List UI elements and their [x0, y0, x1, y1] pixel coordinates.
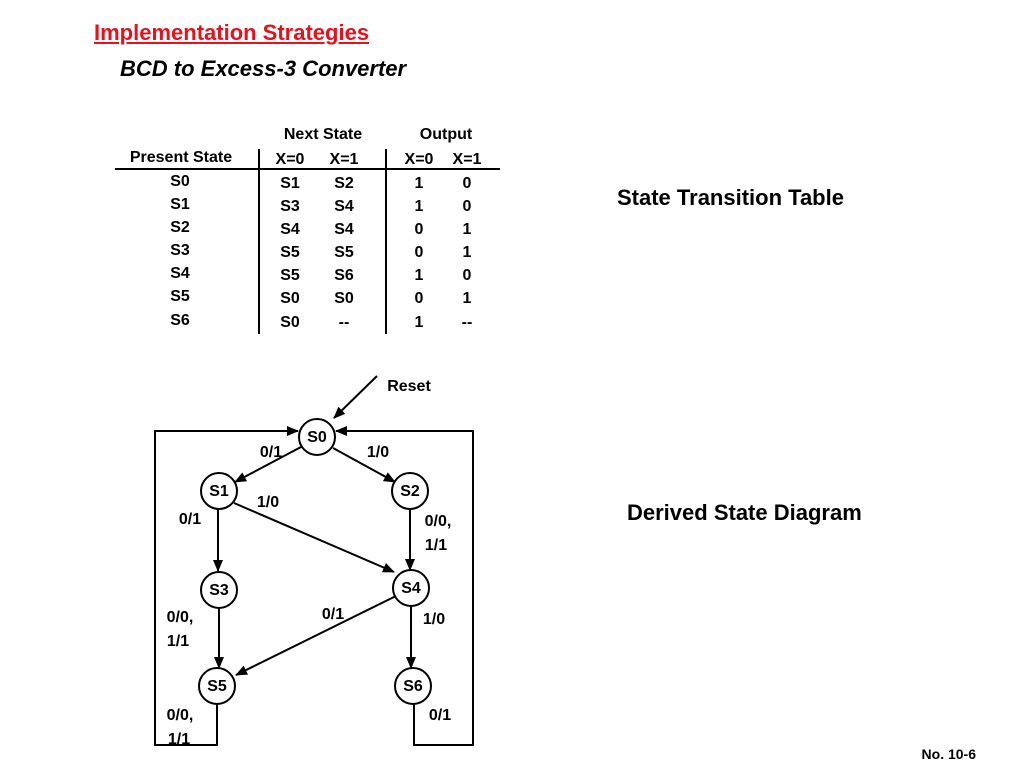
cell-next-x1: S0: [334, 290, 354, 307]
edge-label-s2-s4-line1: 0/0,: [425, 513, 452, 530]
cell-next-x1: S2: [334, 175, 354, 192]
table-body: S0 S1 S2 1 0 S1 S3 S4 1 0 S2 S4 S4 0 1: [170, 173, 472, 331]
header-output: Output: [420, 126, 473, 143]
cell-output-x1: 1: [463, 290, 472, 307]
state-transition-table: Next State Output Present State X=0 X=1 …: [115, 126, 500, 334]
cell-present-state: S2: [170, 219, 190, 236]
cell-output-x1: 1: [463, 244, 472, 261]
cell-output-x0: 0: [415, 221, 424, 238]
cell-output-x0: 1: [415, 198, 424, 215]
header-present-state: Present State: [130, 149, 232, 166]
cell-output-x1: --: [462, 314, 473, 331]
cell-output-x0: 0: [415, 244, 424, 261]
edge-label-s4-s6: 1/0: [423, 611, 445, 628]
cell-present-state: S6: [170, 312, 190, 329]
edge-label-s4-s5: 0/1: [322, 606, 344, 623]
edge-label-s5-s0-line2: 1/1: [168, 731, 190, 748]
table-row: S1 S3 S4 1 0: [170, 196, 471, 215]
state-label: S4: [401, 580, 421, 597]
table-row: S4 S5 S6 1 0: [170, 265, 471, 284]
cell-next-x1: S4: [334, 221, 354, 238]
cell-next-x0: S3: [280, 198, 300, 215]
cell-next-x0: S5: [280, 267, 300, 284]
cell-output-x0: 1: [415, 314, 424, 331]
edge-label-s2-s4-line2: 1/1: [425, 537, 447, 554]
slide-number: No. 10-6: [921, 746, 976, 762]
subheader-next-x1: X=1: [330, 151, 359, 168]
edge-label-s6-s0: 0/1: [429, 707, 451, 724]
table-row: S6 S0 -- 1 --: [170, 312, 472, 331]
state-node-s3: S3: [200, 571, 238, 609]
edge-s6-s0: [335, 426, 474, 746]
cell-next-x0: S4: [280, 221, 300, 238]
slide-subtitle: BCD to Excess-3 Converter: [120, 56, 407, 81]
subheader-output-x0: X=0: [405, 151, 434, 168]
cell-present-state: S4: [170, 265, 190, 282]
state-label: S2: [400, 483, 420, 500]
header-next-state: Next State: [284, 126, 362, 143]
edge-label-s0-s1: 0/1: [260, 444, 282, 461]
state-node-s0: S0: [298, 418, 336, 456]
cell-present-state: S5: [170, 288, 190, 305]
slide-title: Implementation Strategies: [94, 20, 370, 45]
table-caption: State Transition Table: [617, 185, 844, 210]
cell-output-x1: 0: [463, 198, 472, 215]
cell-next-x0: S5: [280, 244, 300, 261]
cell-next-x0: S0: [280, 290, 300, 307]
cell-present-state: S1: [170, 196, 190, 213]
state-label: S3: [209, 582, 229, 599]
cell-next-x0: S1: [280, 175, 300, 192]
cell-output-x1: 0: [463, 175, 472, 192]
subheader-output-x1: X=1: [453, 151, 482, 168]
reset-label: Reset: [387, 378, 431, 395]
state-node-s2: S2: [391, 472, 429, 510]
state-node-s1: S1: [200, 472, 238, 510]
edge-label-s3-s5-line2: 1/1: [167, 633, 189, 650]
state-node-s5: S5: [198, 667, 236, 705]
state-label: S1: [209, 483, 229, 500]
edge-s1-s4: [233, 502, 395, 573]
edge-s5-s0: [154, 426, 299, 746]
edge-label-s1-s4: 1/0: [257, 494, 279, 511]
edge-s0-s2: [332, 447, 396, 483]
state-label: S5: [207, 678, 227, 695]
cell-present-state: S3: [170, 242, 190, 259]
table-row: S0 S1 S2 1 0: [170, 173, 471, 192]
cell-output-x0: 1: [415, 175, 424, 192]
edge-label-s0-s2: 1/0: [367, 444, 389, 461]
cell-next-x1: S4: [334, 198, 354, 215]
state-node-s6: S6: [394, 667, 432, 705]
subheader-next-x0: X=0: [276, 151, 305, 168]
cell-output-x1: 0: [463, 267, 472, 284]
table-row: S3 S5 S5 0 1: [170, 242, 471, 261]
cell-next-x1: --: [339, 314, 350, 331]
cell-output-x0: 1: [415, 267, 424, 284]
table-row: S2 S4 S4 0 1: [170, 219, 471, 238]
state-label: S6: [403, 678, 423, 695]
edge-s4-s5: [235, 595, 397, 676]
table-row: S5 S0 S0 0 1: [170, 288, 471, 307]
edge-label-s1-s3: 0/1: [179, 511, 201, 528]
state-label: S0: [307, 429, 327, 446]
cell-output-x1: 1: [463, 221, 472, 238]
cell-output-x0: 0: [415, 290, 424, 307]
cell-present-state: S0: [170, 173, 190, 190]
cell-next-x0: S0: [280, 314, 300, 331]
edge-reset-s0: [333, 375, 378, 419]
state-node-s4: S4: [392, 569, 430, 607]
cell-next-x1: S5: [334, 244, 354, 261]
edge-s0-s1: [234, 446, 302, 483]
edge-label-s3-s5-line1: 0/0,: [167, 609, 194, 626]
state-diagram: S0 S1 S2 S3 S4 S5 S6 Reset 0/1 1/0: [154, 375, 474, 748]
cell-next-x1: S6: [334, 267, 354, 284]
edge-label-s5-s0-line1: 0/0,: [167, 707, 194, 724]
diagram-caption: Derived State Diagram: [627, 500, 862, 525]
